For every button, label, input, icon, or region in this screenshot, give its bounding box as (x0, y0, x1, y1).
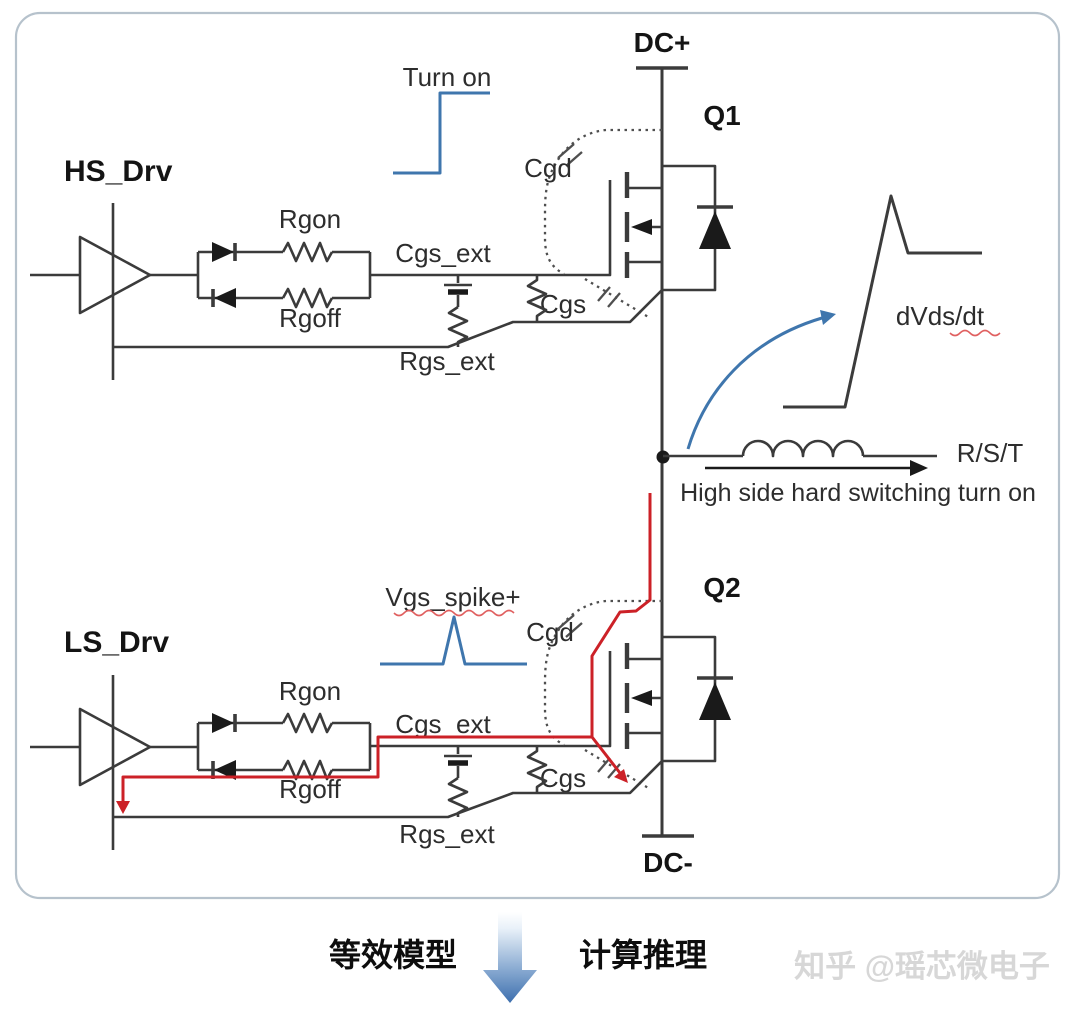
q2-label: Q2 (703, 572, 740, 603)
q1-cgs-label: Cgs (540, 289, 586, 319)
watermark: 知乎 @瑶芯微电子 (794, 949, 1050, 984)
hs-source-return-wire (114, 289, 663, 349)
switching-caption: High side hard switching turn on (680, 479, 1036, 507)
ls-gate-resistor-network (196, 712, 372, 781)
hs-turn-on-waveform (393, 91, 490, 175)
hs-gate-resistor-network (196, 241, 372, 309)
q2-cgs-label: Cgs (540, 763, 586, 793)
ls-rgoff-label: Rgoff (279, 774, 341, 804)
footer-down-arrow-icon (483, 912, 537, 1003)
phase-label: R/S/T (957, 438, 1024, 468)
q2-body-diode (662, 635, 733, 763)
ls-vgs-spike-waveform (380, 615, 527, 666)
hs-rgon-diode (212, 242, 237, 262)
hs-driver-buffer (30, 203, 198, 380)
hs-rgoff-diode (211, 288, 236, 308)
ls-vgs-spike-label: Vgs_spike+ (385, 582, 520, 612)
ls-cgs-ext-label: Cgs_ext (395, 709, 491, 739)
dvds-dt-pointer-arrow (686, 310, 836, 450)
q2-cgd-label: Cgd (526, 617, 574, 647)
q1-mosfet (370, 172, 662, 278)
hs-internal-gate-resistor (526, 275, 548, 322)
dc-plus-label: DC+ (634, 27, 691, 58)
hs-cgs-ext-label: Cgs_ext (395, 238, 491, 268)
hs-rgoff-resistor (281, 287, 334, 309)
crosstalk-current-path (116, 493, 652, 814)
hs-rgon-label: Rgon (279, 204, 341, 234)
q1-label: Q1 (703, 100, 740, 131)
hs-rgs-ext-label: Rgs_ext (399, 346, 495, 376)
dvds-dt-waveform (783, 194, 982, 409)
hs-turn-on-label: Turn on (403, 62, 492, 92)
ls-driver-label: LS_Drv (64, 626, 169, 659)
ls-rgs-ext-label: Rgs_ext (399, 819, 495, 849)
diagram-border (14, 11, 1061, 900)
ls-rgon-resistor (281, 712, 334, 734)
footer-right-label: 计算推理 (579, 937, 707, 973)
q2-cgd-parasitic-capacitor (543, 599, 662, 747)
q1-cgd-label: Cgd (524, 153, 572, 183)
ls-internal-gate-resistor (526, 746, 548, 793)
ls-source-return-wire (114, 760, 663, 819)
phase-inductor (663, 439, 937, 458)
hs-rgoff-label: Rgoff (279, 303, 341, 333)
dvds-dt-label: dVds/dt (896, 301, 985, 331)
q1-cgd-parasitic-capacitor (543, 128, 662, 276)
dvds-dt-spellcheck-underline (949, 329, 1001, 337)
q1-body-diode (662, 164, 733, 292)
ls-rgon-label: Rgon (279, 676, 341, 706)
footer-left-label: 等效模型 (329, 937, 457, 973)
load-current-arrow (705, 460, 928, 476)
q2-mosfet (370, 643, 662, 749)
hs-rgon-resistor (281, 241, 334, 263)
dc-minus-label: DC- (643, 847, 693, 878)
hs-driver-label: HS_Drv (64, 155, 173, 188)
vgs-spike-spellcheck-underline (393, 609, 515, 617)
ls-rgon-diode (212, 713, 237, 733)
ls-driver-buffer (30, 675, 198, 850)
